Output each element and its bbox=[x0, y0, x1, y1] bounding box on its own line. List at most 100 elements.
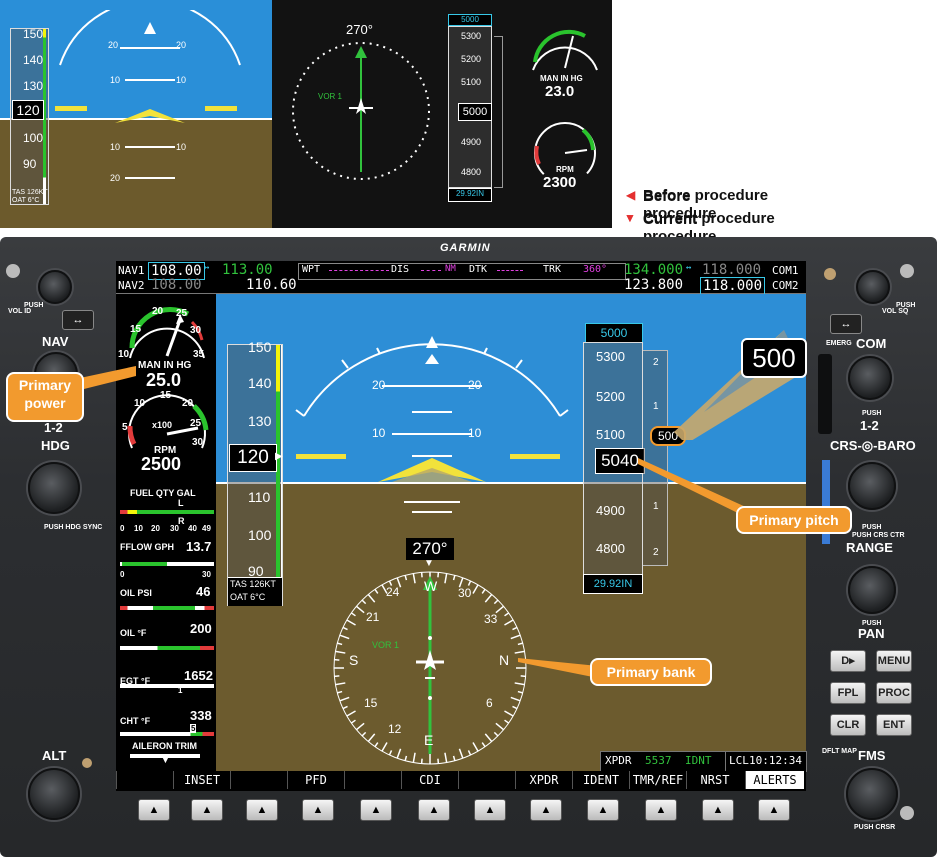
fuel-right-marker: R bbox=[178, 516, 185, 526]
direct-to-button[interactable]: D▸ bbox=[830, 650, 866, 672]
range-pan-knob[interactable] bbox=[848, 566, 896, 614]
clr-button[interactable]: CLR bbox=[830, 714, 866, 736]
compass-tick bbox=[361, 731, 367, 737]
nav2-active-frequency[interactable]: 108.00 bbox=[151, 277, 202, 293]
softkey-button-5[interactable]: ▲ bbox=[360, 799, 392, 821]
inset-pitch-label: 10 bbox=[110, 142, 121, 152]
softkey-button-6[interactable]: ▲ bbox=[418, 799, 450, 821]
softkey-label-3 bbox=[230, 771, 287, 789]
inset-vor-label: VOR 1 bbox=[318, 92, 343, 101]
vol-id-knob[interactable] bbox=[38, 270, 72, 304]
inset-pitch-label: 20 bbox=[110, 173, 121, 183]
cht-cylinder: 5 bbox=[190, 724, 197, 733]
heading-readout: 270° bbox=[406, 538, 454, 560]
altitude-label: 5300 bbox=[596, 349, 625, 364]
compass-label: 15 bbox=[364, 696, 378, 710]
menu-button[interactable]: MENU bbox=[876, 650, 912, 672]
softkey-button-4[interactable]: ▲ bbox=[302, 799, 334, 821]
true-airspeed: TAS 126KT bbox=[230, 579, 276, 589]
nav1-active-frequency[interactable]: 108.00 bbox=[148, 262, 205, 280]
rpm-tick: 5 bbox=[122, 422, 128, 433]
inset-alt-label: 5200 bbox=[461, 54, 482, 64]
compass-tick bbox=[517, 690, 523, 694]
proc-button[interactable]: PROC bbox=[876, 682, 912, 704]
horizon-line bbox=[216, 482, 806, 484]
compass-tick bbox=[346, 710, 356, 717]
fuel-flow-label: FFLOW GPH bbox=[120, 542, 174, 552]
softkey-button-9[interactable]: ▲ bbox=[587, 799, 619, 821]
xpdr-status-box: XPDR 5537 IDNT LCL 10:12:34 bbox=[600, 751, 807, 772]
softkey-button-7[interactable]: ▲ bbox=[474, 799, 506, 821]
altitude-readout: 5040 bbox=[595, 448, 645, 474]
egt-label: EGT °F bbox=[120, 676, 151, 686]
compass-tick bbox=[517, 642, 523, 646]
oil-temp-label: OIL °F bbox=[120, 628, 147, 638]
nav-knob-label: NAV bbox=[42, 334, 69, 349]
inset-alt-label: 5300 bbox=[461, 31, 482, 41]
fuel-tick: 10 bbox=[134, 524, 143, 533]
altitude-label: 5100 bbox=[596, 427, 625, 442]
compass-tick bbox=[361, 599, 367, 605]
com2-standby-frequency[interactable]: 118.000 bbox=[700, 277, 766, 295]
com-knob[interactable] bbox=[848, 356, 892, 400]
speed-label: 90 bbox=[248, 563, 264, 579]
speed-label: 110 bbox=[248, 489, 271, 505]
vsi-tick: 2 bbox=[653, 357, 659, 368]
vsi-tick: 1 bbox=[653, 401, 659, 412]
compass-tick bbox=[504, 719, 510, 724]
inset-manifold-gauge bbox=[532, 29, 598, 71]
before-procedure-icon: ◀ bbox=[626, 188, 636, 202]
softkey-label-5 bbox=[344, 771, 401, 789]
inset-rpm-gauge bbox=[534, 122, 596, 178]
light-sensor-right bbox=[824, 268, 836, 280]
baro-setting[interactable]: 29.92IN bbox=[583, 574, 643, 594]
dtk-dashes bbox=[497, 270, 523, 271]
softkey-button-8[interactable]: ▲ bbox=[530, 799, 562, 821]
inset-pitch-label: 20 bbox=[176, 40, 187, 50]
engine-indication-system: 10 15 20 25 30 35 MAN IN HG 25.0 5 10 15… bbox=[116, 294, 216, 772]
fuel-tick: 49 bbox=[202, 524, 211, 533]
altitude-label: 4900 bbox=[596, 503, 625, 518]
inset-horizon bbox=[0, 118, 272, 120]
light-sensor bbox=[82, 758, 92, 768]
fpl-button[interactable]: FPL bbox=[830, 682, 866, 704]
fuel-tick: 0 bbox=[120, 524, 125, 533]
hdg-knob[interactable] bbox=[28, 462, 80, 514]
inset-oat: OAT 6°C bbox=[12, 197, 40, 204]
softkey-button-1[interactable]: ▲ bbox=[138, 799, 170, 821]
xpdr-code: 5537 bbox=[645, 754, 672, 767]
alt-knob[interactable] bbox=[28, 768, 80, 820]
softkey-button-12[interactable]: ▲ bbox=[758, 799, 790, 821]
softkey-button-10[interactable]: ▲ bbox=[645, 799, 677, 821]
inset-alt-label: 4800 bbox=[461, 167, 482, 177]
compass-tick bbox=[493, 731, 499, 737]
nav2-standby-frequency[interactable]: 110.60 bbox=[246, 277, 297, 293]
right-wing-bar bbox=[510, 454, 560, 459]
attitude-indicator bbox=[295, 336, 569, 513]
vsi-tick: 2 bbox=[653, 547, 659, 558]
vol-sq-knob[interactable] bbox=[856, 270, 890, 304]
nav2-label: NAV2 bbox=[118, 279, 145, 292]
com1-active-frequency[interactable]: 134.000 bbox=[624, 262, 684, 278]
compass-tick bbox=[396, 577, 402, 588]
crs-baro-knob[interactable] bbox=[848, 462, 896, 510]
pitch-label: 20 bbox=[468, 378, 482, 392]
softkey-button-2[interactable]: ▲ bbox=[191, 799, 223, 821]
ent-button[interactable]: ENT bbox=[876, 714, 912, 736]
fms-knob[interactable] bbox=[846, 768, 898, 820]
com1-standby-frequency[interactable]: 118.000 bbox=[702, 262, 762, 278]
com-freq-transfer-button[interactable]: ↔ bbox=[830, 314, 862, 334]
compass-tick bbox=[514, 650, 525, 654]
vor-label: VOR 1 bbox=[372, 640, 400, 650]
legend-before-procedure: Before procedure bbox=[643, 188, 717, 222]
nav1-standby-frequency[interactable]: 113.00 bbox=[222, 262, 273, 278]
softkey-button-11[interactable]: ▲ bbox=[702, 799, 734, 821]
softkey-button-3[interactable]: ▲ bbox=[246, 799, 278, 821]
com2-active-frequency[interactable]: 123.800 bbox=[624, 277, 684, 293]
compass-tick bbox=[467, 580, 472, 586]
nav-freq-transfer-button[interactable]: ↔ bbox=[62, 310, 94, 330]
compass-tick bbox=[339, 634, 350, 640]
man-value: 25.0 bbox=[146, 370, 182, 390]
altitude-select[interactable]: 5000 bbox=[585, 323, 643, 343]
trk-label: TRK bbox=[543, 264, 562, 275]
